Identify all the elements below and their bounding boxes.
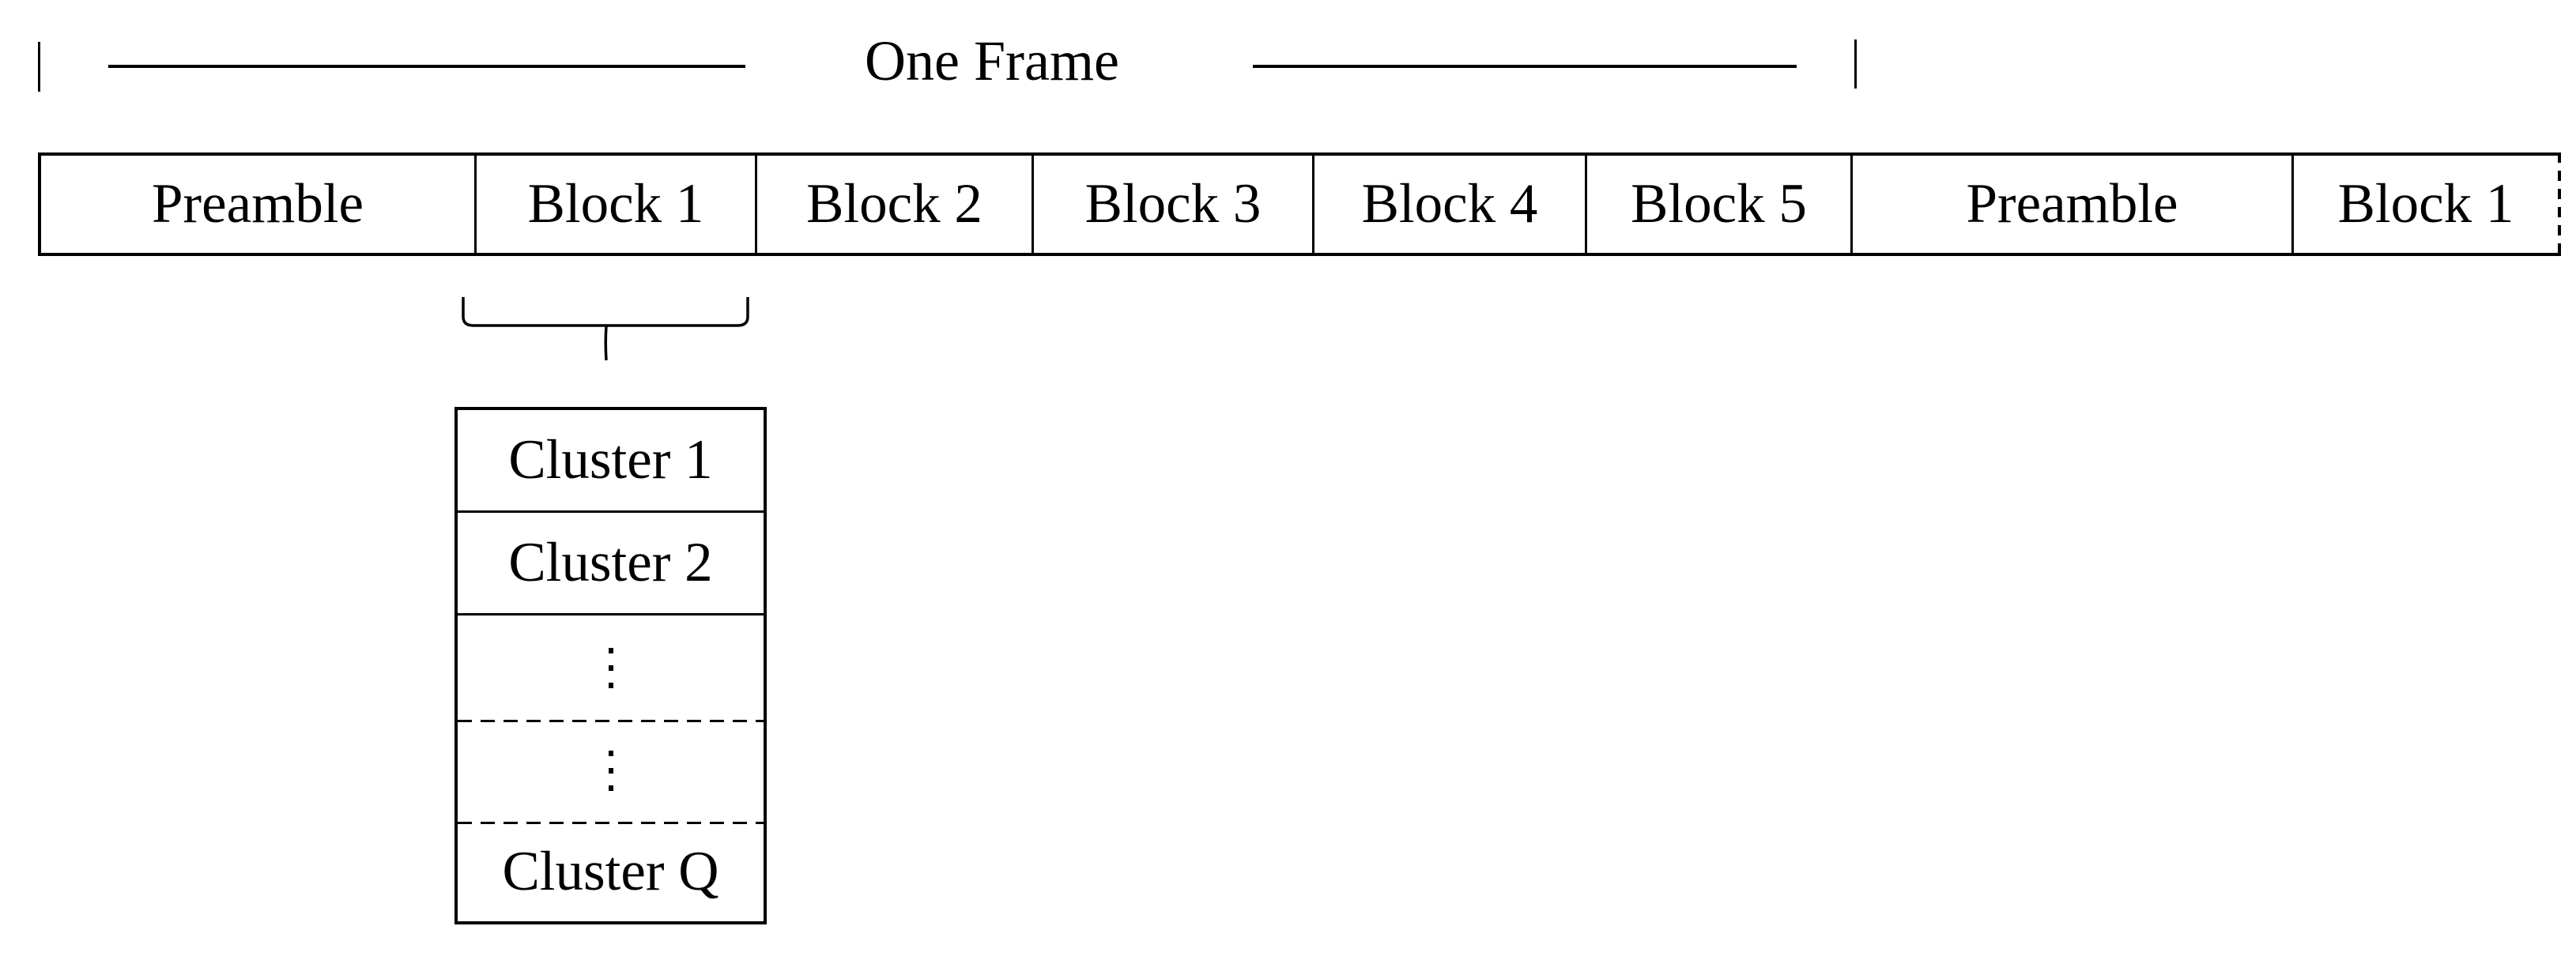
span-line-right: [1253, 65, 1797, 68]
cluster-row-ellipsis-1: [458, 613, 764, 720]
cell-block-1-next-frame: Block 1: [2291, 156, 2558, 253]
cluster-row-ellipsis-2: [458, 720, 764, 822]
cluster-row-2: Cluster 2: [458, 510, 764, 613]
span-endpoint-left: [38, 42, 40, 92]
cluster-row-q: Cluster Q: [458, 822, 764, 921]
cluster-row-1: Cluster 1: [508, 429, 713, 491]
cell-block-4: Block 4: [1312, 156, 1585, 253]
cluster-table: Cluster 1 Cluster 2 Cluster Q: [454, 407, 767, 924]
cell-preamble-2: Preamble: [1850, 156, 2291, 253]
vertical-ellipsis-icon: [608, 647, 613, 688]
span-endpoint-right: [1854, 40, 1857, 88]
cell-block-3: Block 3: [1032, 156, 1312, 253]
vertical-ellipsis-icon: [608, 751, 613, 791]
span-line-left: [108, 65, 745, 68]
frame-strip: Preamble Block 1 Block 2 Block 3 Block 4…: [38, 152, 2561, 256]
cell-block-1: Block 1: [474, 156, 755, 253]
cell-block-2: Block 2: [755, 156, 1032, 253]
frame-strip-truncation-edge: [2558, 152, 2561, 256]
span-label: One Frame: [865, 28, 1119, 92]
cell-preamble-1: Preamble: [151, 173, 364, 235]
cell-block-5: Block 5: [1585, 156, 1850, 253]
block1-expansion-brace: [462, 297, 749, 361]
